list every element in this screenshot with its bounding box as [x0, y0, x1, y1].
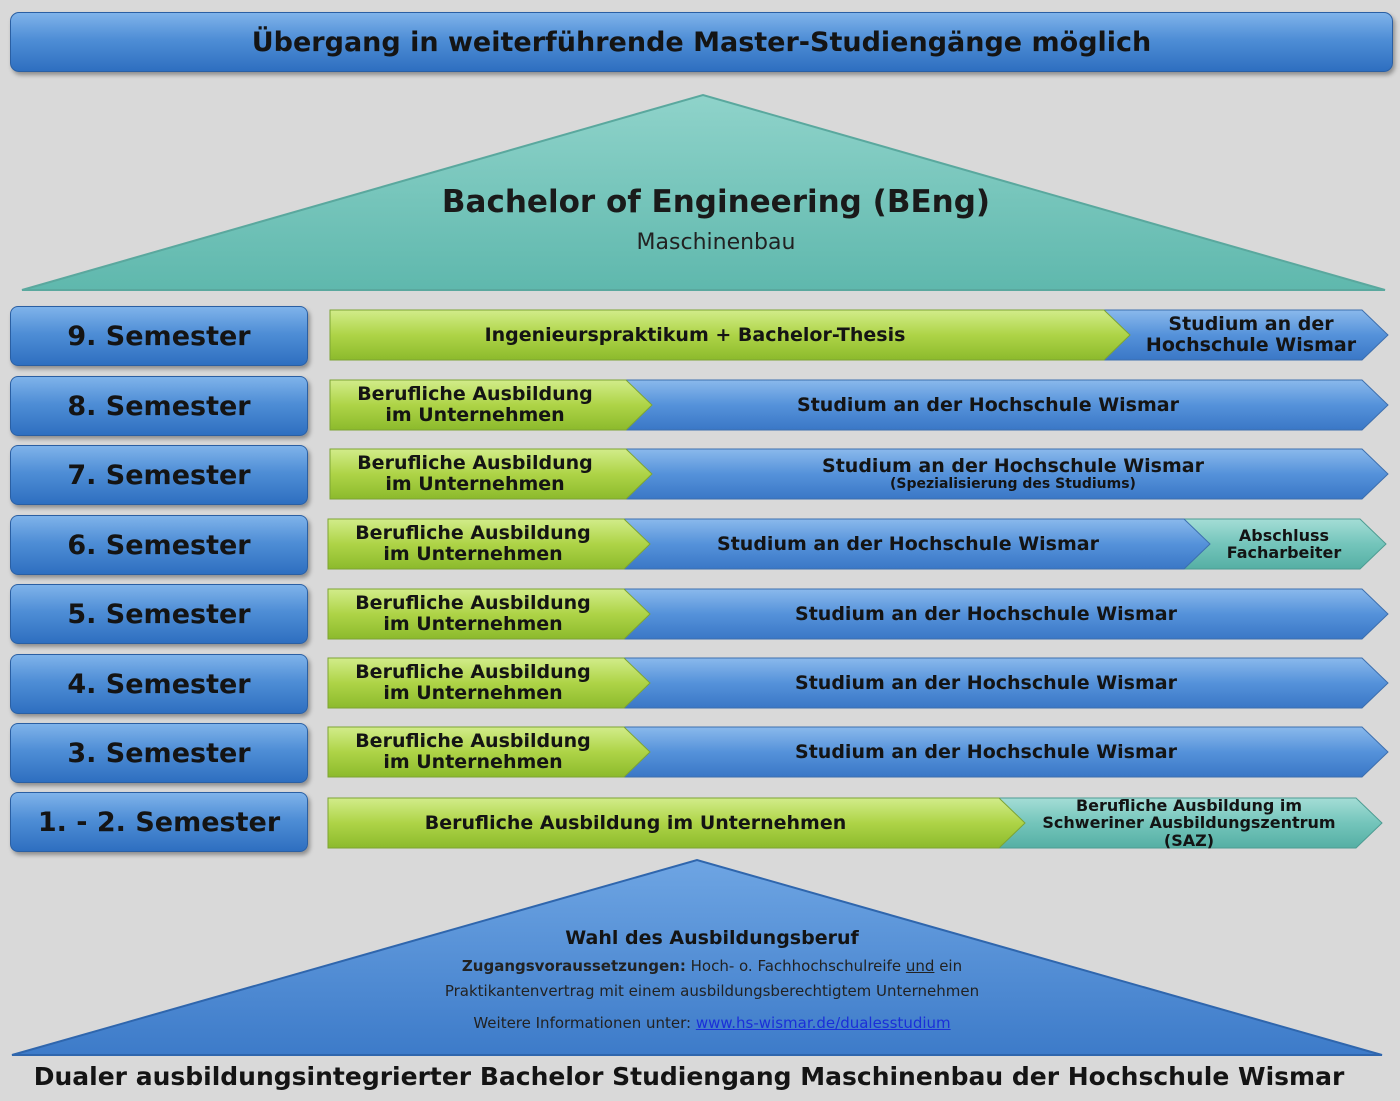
row-6-end-line-2: Facharbeiter — [1226, 543, 1342, 562]
semester-7-button[interactable]: 7. Semester — [10, 445, 308, 505]
row-6-green-label: Berufliche Ausbildung im Unternehmen — [328, 519, 618, 569]
row-1-2-end-line-2: Schweriner Ausbildungszentrum (SAZ) — [1042, 813, 1336, 850]
row-1-2-arrows — [327, 797, 1383, 849]
base-title: Wahl des Ausbildungsberuf — [565, 927, 859, 949]
row-6-end-label: Abschluss Facharbeiter — [1206, 519, 1362, 569]
row-9-end-label: Studium an der Hochschule Wismar — [1126, 310, 1376, 360]
arrow-green-9 — [329, 309, 1131, 361]
master-banner: Übergang in weiterführende Master-Studie… — [10, 12, 1393, 72]
arrow-green-1-2 — [327, 797, 1026, 849]
row-6-green-line-2: im Unternehmen — [383, 543, 563, 565]
row-7-green-line-1: Berufliche Ausbildung — [357, 452, 593, 475]
row-5-green-line-1: Berufliche Ausbildung — [355, 592, 591, 615]
degree-subtitle: Maschinenbau — [636, 230, 796, 255]
row-7-blue-main: Studium an der Hochschule Wismar — [822, 455, 1204, 478]
semester-3-button[interactable]: 3. Semester — [10, 723, 308, 783]
row-3-green-label: Berufliche Ausbildung im Unternehmen — [328, 727, 618, 777]
requirements-label: Zugangsvoraussetzungen: — [461, 957, 686, 975]
info-label: Weitere Informationen unter: — [473, 1014, 692, 1032]
arrow-green-6 — [327, 518, 651, 570]
base-requirements-line-2: Praktikantenvertrag mit einem ausbildung… — [444, 982, 980, 1000]
semester-9-button[interactable]: 9. Semester — [10, 306, 308, 366]
row-1-2-end-line-1: Berufliche Ausbildung im — [1075, 796, 1303, 816]
row-4-green-label: Berufliche Ausbildung im Unternehmen — [328, 658, 618, 708]
row-3-blue-label: Studium an der Hochschule Wismar — [795, 740, 1177, 763]
roof-triangle — [21, 93, 1386, 291]
row-1-2-end-label: Berufliche Ausbildung im Schweriner Ausb… — [1021, 796, 1357, 850]
row-7-green-label: Berufliche Ausbildung im Unternehmen — [330, 449, 620, 499]
row-3-green-line-1: Berufliche Ausbildung — [355, 730, 591, 753]
degree-title: Bachelor of Engineering (BEng) — [441, 184, 991, 220]
row-3-green-line-2: im Unternehmen — [383, 751, 563, 773]
row-4-blue-label: Studium an der Hochschule Wismar — [795, 671, 1177, 694]
row-4-arrows — [327, 657, 1389, 709]
row-7-blue-note: (Spezialisierung des Studiums) — [890, 475, 1136, 492]
semester-6-button[interactable]: 6. Semester — [10, 515, 308, 575]
row-8-green-line-2: im Unternehmen — [385, 404, 565, 426]
requirements-text-2: ein — [939, 957, 963, 975]
requirements-und: und — [905, 957, 935, 975]
row-6-blue-label: Studium an der Hochschule Wismar — [717, 532, 1099, 555]
row-4-green-line-2: im Unternehmen — [383, 682, 563, 704]
semester-1-2-button[interactable]: 1. - 2. Semester — [10, 792, 308, 852]
info-link[interactable]: www.hs-wismar.de/dualesstudium — [695, 1014, 951, 1032]
row-5-green-line-2: im Unternehmen — [383, 613, 563, 635]
row-8-arrows — [329, 379, 1389, 431]
semester-4-button[interactable]: 4. Semester — [10, 654, 308, 714]
row-9-arrows — [329, 309, 1389, 361]
row-5-blue-label: Studium an der Hochschule Wismar — [795, 602, 1177, 625]
arrow-green-7 — [329, 448, 653, 500]
row-8-green-line-1: Berufliche Ausbildung — [357, 383, 593, 406]
base-info-line: Weitere Informationen unter: www.hs-wism… — [330, 1014, 1094, 1032]
semester-5-button[interactable]: 5. Semester — [10, 584, 308, 644]
arrow-green-4 — [327, 657, 651, 709]
base-triangle — [11, 858, 1383, 1056]
row-3-arrows — [327, 726, 1389, 778]
row-9-green-label: Ingenieurspraktikum + Bachelor-Thesis — [484, 323, 906, 346]
footer-title: Dualer ausbildungsintegrierter Bachelor … — [33, 1062, 1345, 1091]
row-8-green-label: Berufliche Ausbildung im Unternehmen — [330, 380, 620, 430]
arrow-green-8 — [329, 379, 653, 431]
row-7-green-line-2: im Unternehmen — [385, 473, 565, 495]
row-8-blue-label: Studium an der Hochschule Wismar — [797, 393, 1179, 416]
row-5-green-label: Berufliche Ausbildung im Unternehmen — [328, 589, 618, 639]
base-requirements-line-1: Zugangsvoraussetzungen: Hoch- o. Fachhoc… — [330, 957, 1094, 975]
row-1-2-green-label: Berufliche Ausbildung im Unternehmen — [424, 811, 847, 834]
requirements-text-1: Hoch- o. Fachhochschulreife — [690, 957, 902, 975]
row-6-green-line-1: Berufliche Ausbildung — [355, 522, 591, 545]
arrow-green-3 — [327, 726, 651, 778]
row-4-green-line-1: Berufliche Ausbildung — [355, 661, 591, 684]
row-6-end-line-1: Abschluss — [1238, 525, 1330, 545]
row-7-arrows — [329, 448, 1389, 500]
row-9-end-line-1: Studium an der — [1168, 313, 1334, 336]
row-7-blue-label: Studium an der Hochschule Wismar (Spezia… — [648, 449, 1378, 499]
semester-8-button[interactable]: 8. Semester — [10, 376, 308, 436]
row-6-arrows — [327, 518, 1387, 570]
row-5-arrows — [327, 588, 1389, 640]
row-9-end-line-2: Hochschule Wismar — [1145, 334, 1357, 356]
arrow-green-5 — [327, 588, 651, 640]
